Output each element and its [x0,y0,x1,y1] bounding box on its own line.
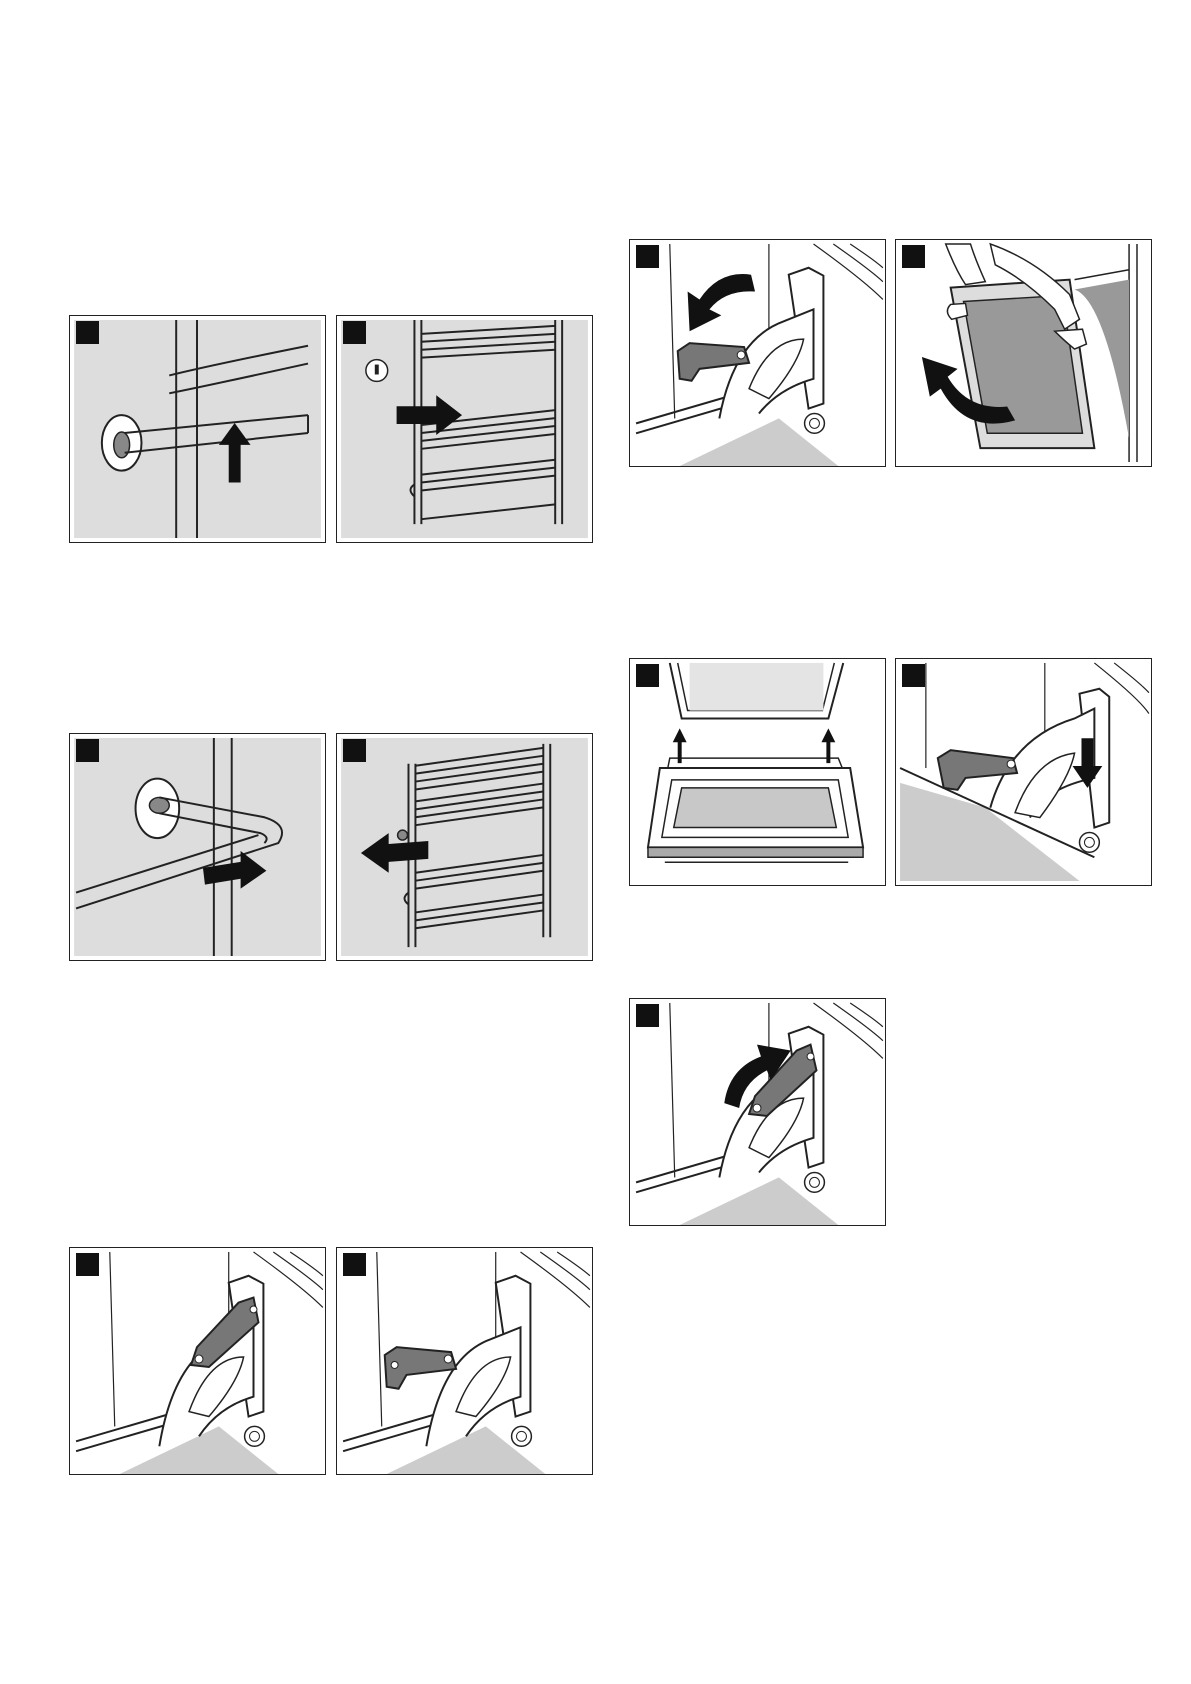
figure-hinge-lever-unfold [629,998,886,1226]
figure-number-marker [76,739,99,762]
figure-number-marker [76,1253,99,1276]
figure-rail-unhook-up [69,315,326,543]
figure-door-lift-out [895,239,1152,467]
figure-rail-push-in [336,733,593,961]
figure-rail-pull-out [336,315,593,543]
figure-hinge-lever-fold [629,239,886,467]
arrow-right-icon [337,316,592,542]
arrow-down-icon [896,659,1151,885]
figure-number-marker [636,245,659,268]
door-hinge-illustration [70,1248,325,1474]
curved-arrow-up-icon [896,240,1151,466]
figure-hinge-lever-up [69,1247,326,1475]
figure-number-marker [343,739,366,762]
figure-number-marker [636,1004,659,1027]
figure-number-marker [343,321,366,344]
figure-number-marker [636,664,659,687]
figure-number-marker [76,321,99,344]
curved-arrow-down-icon [630,240,885,466]
arrow-right-icon [70,734,325,960]
curved-arrow-up-icon [630,999,885,1225]
figure-door-insert [629,658,886,886]
figure-rail-hook-in [69,733,326,961]
figure-number-marker [902,664,925,687]
door-hinge-illustration [337,1248,592,1474]
figure-number-marker [902,245,925,268]
arrow-left-icon [337,734,592,960]
figure-number-marker [343,1253,366,1276]
figure-hinge-lever-down [336,1247,593,1475]
arrow-up-icon [630,659,885,885]
arrow-up-icon [70,316,325,542]
figure-hinge-engage [895,658,1152,886]
